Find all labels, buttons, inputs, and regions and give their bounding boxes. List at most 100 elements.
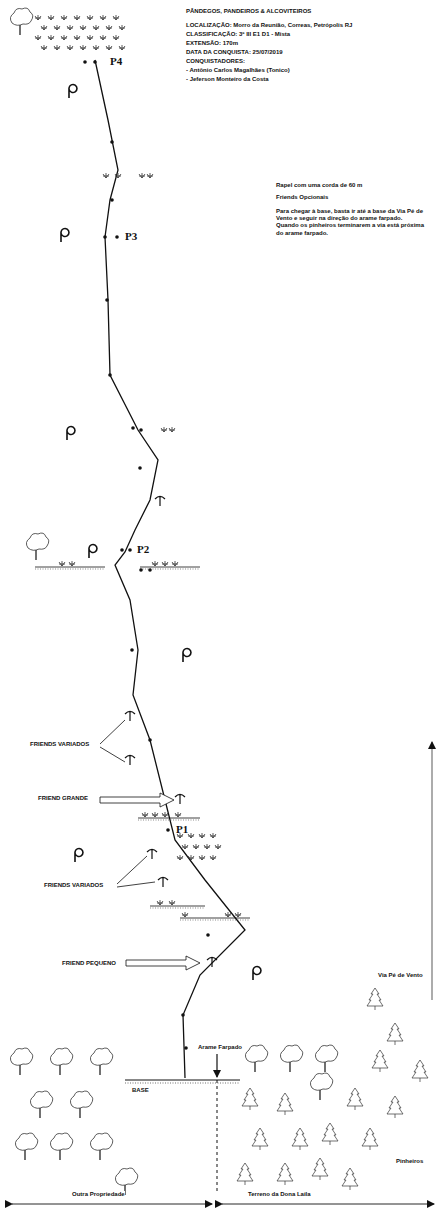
direction-arrow	[432, 742, 433, 1000]
tree-crown	[315, 1045, 337, 1062]
tree-trunk	[289, 1062, 290, 1072]
bolt	[120, 548, 124, 552]
tree-crown	[26, 533, 48, 550]
ledge-hatch	[140, 569, 200, 570]
tree-trunk	[19, 25, 20, 35]
belay-label: P1	[176, 823, 188, 836]
bolt	[139, 428, 143, 432]
bolt	[130, 648, 134, 652]
grass-tuft	[210, 855, 216, 860]
friend-symbol	[147, 850, 157, 860]
friend-symbol	[158, 878, 168, 888]
property-arrow	[12, 1204, 212, 1205]
barbed-wire	[217, 1080, 218, 1192]
bolt	[110, 198, 114, 202]
pine-tree	[312, 1158, 328, 1180]
grass-tuft	[193, 844, 199, 849]
info-line: CONQUISTADORES:	[186, 58, 245, 65]
grass-tuft	[87, 35, 93, 40]
base-ledge	[125, 1080, 240, 1081]
grass-tuft	[215, 844, 221, 849]
grass-tuft	[182, 912, 188, 917]
bolt	[83, 60, 87, 64]
pine-tree	[277, 1093, 293, 1115]
friend-symbol	[207, 958, 217, 968]
bolt	[166, 828, 170, 832]
info-line: - Jeferson Monteiro da Costa	[186, 76, 269, 83]
route-title: PÂNDEGOS, PANDEIROS & ALCOVITEIROS	[186, 8, 311, 15]
bolt	[148, 568, 152, 572]
tree-crown	[50, 1048, 72, 1065]
grass-tuft	[48, 15, 54, 20]
grass-tuft	[35, 35, 41, 40]
tree-trunk	[59, 1150, 60, 1160]
grass-tuft	[115, 173, 121, 178]
grass-tuft	[54, 25, 60, 30]
grass-tuft	[35, 15, 41, 20]
friend-symbol	[125, 756, 135, 766]
grass-tuft	[67, 25, 73, 30]
grass-tuft	[74, 35, 80, 40]
note-line: Rapel com uma corda de 60 m	[276, 182, 362, 189]
bolt	[110, 140, 114, 144]
ledge	[180, 918, 250, 919]
belay-label: P3	[125, 230, 137, 243]
bolt	[105, 298, 109, 302]
tree-crown	[70, 1091, 92, 1108]
ledge	[150, 906, 205, 907]
grass-tuft	[172, 561, 178, 566]
bolt	[103, 235, 107, 239]
tree-trunk	[24, 1150, 25, 1160]
info-line: CLASSIFICAÇÃO: 3º III E1 D1 - Mista	[186, 31, 290, 38]
leader-line	[117, 856, 147, 884]
grass-tuft	[93, 25, 99, 30]
tree-trunk	[254, 1062, 255, 1072]
pine-tree	[362, 1128, 378, 1150]
bolt	[131, 426, 135, 430]
gear-label: FRIEND GRANDE	[38, 795, 88, 802]
grass-tuft	[69, 561, 75, 566]
tree-crown	[30, 1091, 52, 1108]
grass-tuft	[169, 427, 175, 432]
ledge	[35, 567, 105, 568]
property-arrow	[222, 1204, 434, 1205]
gear-label: FRIENDS VARIADOS	[30, 741, 89, 748]
leader-line	[100, 747, 125, 762]
access-note: Para chegar à base, basta ir até a base …	[276, 208, 426, 237]
ledge-hatch	[150, 908, 205, 909]
grass-tuft	[177, 855, 183, 860]
friend-symbol	[155, 497, 165, 507]
grass-tuft	[61, 35, 67, 40]
grass-tuft	[80, 45, 86, 50]
grass-tuft	[199, 833, 205, 838]
grass-tuft	[142, 812, 148, 817]
grass-tuft	[59, 561, 65, 566]
info-line: - Antônio Carlos Magalhães (Tonico)	[186, 67, 290, 74]
place-label: Terreno da Dona Laila	[248, 1191, 311, 1198]
grass-tuft	[147, 173, 153, 178]
tree-crown	[245, 1045, 267, 1062]
grass-tuft	[61, 15, 67, 20]
info-line: EXTENSÃO: 170m	[186, 40, 238, 47]
bolt	[138, 466, 142, 470]
tree-crown	[10, 8, 32, 25]
grass-tuft	[48, 35, 54, 40]
bolt	[184, 1046, 188, 1050]
grass-tuft	[119, 25, 125, 30]
leader-line	[100, 720, 125, 744]
pine-tree	[412, 1060, 428, 1082]
grass-tuft	[100, 15, 106, 20]
tree-trunk	[79, 1108, 80, 1118]
bolt	[206, 933, 210, 937]
grass-tuft	[106, 25, 112, 30]
grass-tuft	[54, 45, 60, 50]
pine-tree	[292, 1128, 308, 1150]
belay-label: P2	[137, 543, 149, 556]
tree-crown	[90, 1133, 112, 1150]
route-line	[95, 60, 245, 1078]
friend-symbol	[125, 712, 135, 722]
grass-tuft	[175, 812, 181, 817]
grass-tuft	[67, 45, 73, 50]
base-hatch	[125, 1083, 240, 1084]
